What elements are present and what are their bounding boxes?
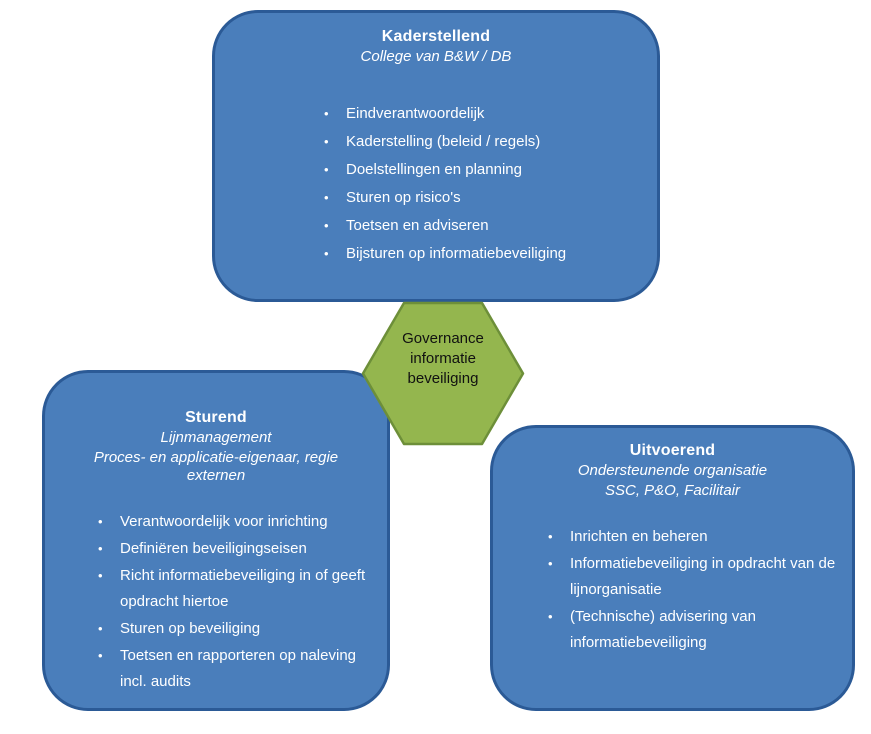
bullet-item: Doelstellingen en planning [319,156,639,184]
bullet-item: Informatiebeveiliging in opdracht van de… [543,551,842,603]
bullet-item: Toetsen en adviseren [319,212,639,240]
bullet-item: Sturen op risico's [319,184,639,212]
bullet-item: (Technische) advisering van informatiebe… [543,604,842,656]
hexagon-label-line2: informatie [410,350,476,367]
hexagon-shape [361,301,525,446]
box-sturend-title: Sturend [185,409,247,426]
box-uitvoerend-bullets: Inrichten en beheren Informatiebeveiligi… [543,524,842,656]
bullet-item: Toetsen en rapporteren op naleving incl.… [93,643,373,695]
box-sturend-subtitle-line1: Lijnmanagement [160,429,272,446]
bullet-item: Sturen op beveiliging [93,616,373,642]
box-uitvoerend-title: Uitvoerend [629,442,716,459]
box-kaderstellend-bullets: Eindverantwoordelijk Kaderstelling (bele… [319,100,639,268]
bullet-item: Bijsturen op informatiebeveiliging [319,240,639,268]
bullet-item: Richt informatiebeveiliging in of geeft … [93,563,373,615]
hexagon-label-line1: Governance [402,330,484,347]
box-uitvoerend: Uitvoerend Ondersteunende organisatie SS… [490,425,855,711]
box-uitvoerend-subtitle-line2: SSC, P&O, Facilitair [604,482,741,499]
box-sturend-subtitle-line2: Proces- en applicatie-eigenaar, regie ex… [93,449,339,484]
box-sturend-bullets: Verantwoordelijk voor inrichting Definië… [93,509,373,695]
governance-hexagon: Governance informatie beveiliging [360,300,526,447]
hexagon-label-line3: beveiliging [407,370,479,387]
box-kaderstellend-subtitle: College van B&W / DB [360,48,512,65]
bullet-item: Kaderstelling (beleid / regels) [319,128,639,156]
box-sturend: Sturend Lijnmanagement Proces- en applic… [42,370,390,711]
bullet-item: Eindverantwoordelijk [319,100,639,128]
box-uitvoerend-subtitle-line1: Ondersteunende organisatie [577,462,768,479]
bullet-item: Inrichten en beheren [543,524,842,550]
box-kaderstellend-title: Kaderstellend [381,28,491,45]
hexagon-label: Governance informatie beveiliging [360,329,526,389]
bullet-item: Verantwoordelijk voor inrichting [93,509,373,535]
box-kaderstellend: Kaderstellend College van B&W / DB Eindv… [212,10,660,302]
bullet-item: Definiëren beveiligingseisen [93,536,373,562]
